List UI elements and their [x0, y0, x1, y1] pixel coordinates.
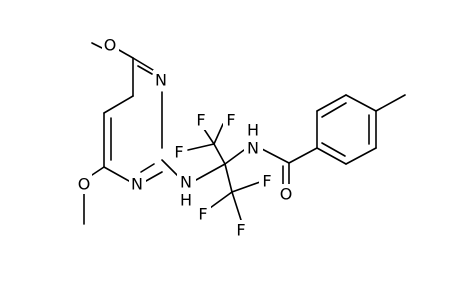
- atom-labels: O N N O N H H N O F: [75, 35, 295, 240]
- bond-ccentral-cf3-bottom: [224, 163, 233, 193]
- svg-text:N: N: [247, 139, 259, 158]
- bond-ccarbonyl-ring: [288, 147, 318, 164]
- bond-cf3-bottom-f5: [209, 191, 233, 209]
- atom-o-bottom: O: [75, 174, 92, 194]
- atom-nh-right: H N: [244, 120, 263, 158]
- bond-nh-right-ccarbonyl: [261, 148, 290, 164]
- svg-text:O: O: [280, 185, 293, 204]
- bond-cf3-bottom-f4: [231, 181, 261, 193]
- svg-text:O: O: [104, 36, 117, 55]
- atom-f1: F: [193, 110, 209, 130]
- bond-ring-e: [345, 147, 377, 165]
- bond-ring-f: [316, 147, 347, 165]
- bond-ring-b-inner: [321, 102, 347, 118]
- bond-cf3-bottom-f6: [231, 191, 242, 221]
- atom-f5: F: [195, 204, 211, 224]
- svg-text:F: F: [174, 143, 183, 162]
- svg-text:F: F: [226, 111, 235, 130]
- bond-o-top-c4: [118, 49, 134, 59]
- bond-methyl-o-top: [91, 42, 103, 49]
- svg-text:N: N: [180, 173, 192, 192]
- bonds: [83, 42, 406, 225]
- atom-nh-left: N H: [177, 172, 196, 210]
- bond-nh-left-ccentral: [195, 163, 226, 181]
- atom-n-ring-top: N: [153, 70, 170, 90]
- atom-f2: F: [223, 110, 239, 130]
- bond-c6-o-bottom: [91, 166, 105, 176]
- bond-ring-f-inner: [321, 142, 346, 157]
- bond-cf3-top-f2: [213, 123, 224, 145]
- bond-cf3-top-f3: [187, 143, 215, 151]
- bond-c5-c4: [103, 95, 134, 114]
- svg-text:F: F: [236, 221, 245, 240]
- svg-text:H: H: [247, 121, 259, 140]
- atom-f4: F: [259, 171, 275, 191]
- bond-ring-c: [345, 94, 377, 112]
- svg-text:N: N: [155, 71, 167, 90]
- bond-ring-b: [316, 94, 347, 112]
- svg-text:F: F: [198, 205, 207, 224]
- svg-text:H: H: [180, 191, 192, 210]
- atom-n-ring-bottom: N: [129, 174, 146, 194]
- svg-text:F: F: [262, 172, 271, 191]
- atom-f6: F: [233, 220, 249, 240]
- bond-n1-c6: [103, 166, 130, 182]
- bond-ring-methyl: [375, 94, 406, 112]
- bond-c2-n1-inner: [140, 163, 155, 173]
- bond-c4-n3-inner: [137, 65, 153, 75]
- atom-f3: F: [171, 142, 187, 162]
- atom-o-top: O: [102, 35, 119, 55]
- svg-text:F: F: [196, 111, 205, 130]
- bond-ccentral-cf3-top: [213, 143, 226, 165]
- svg-text:N: N: [131, 175, 143, 194]
- bond-c4-n3: [132, 57, 154, 71]
- svg-text:O: O: [78, 175, 91, 194]
- bond-c2-nh-left: [161, 159, 179, 177]
- bond-c2-n1: [145, 171, 163, 182]
- atom-o-carbonyl: O: [278, 184, 295, 204]
- bond-ccentral-nh-right: [224, 149, 245, 165]
